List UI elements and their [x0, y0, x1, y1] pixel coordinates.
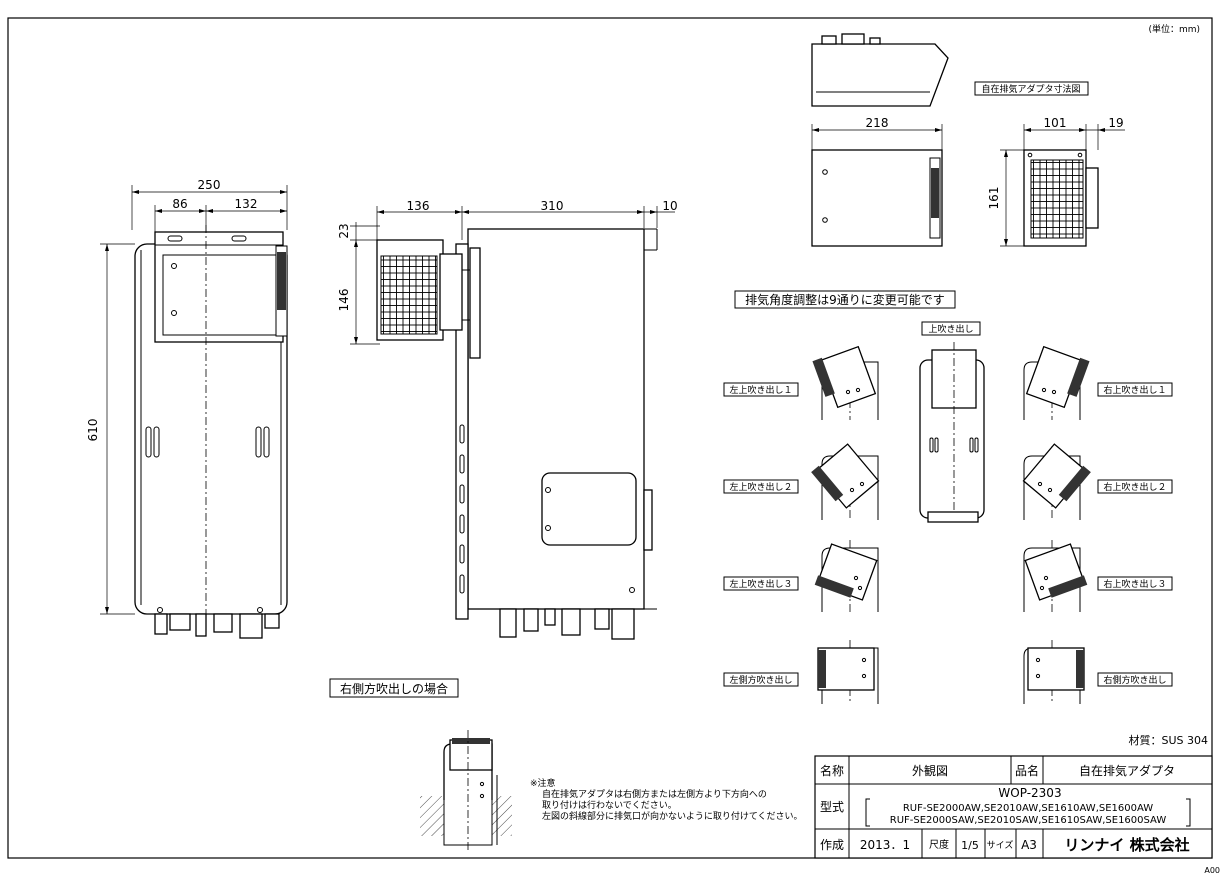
variant-left1 — [812, 345, 879, 420]
tb-model-number: WOP-2303 — [998, 786, 1061, 800]
adapter-detail: 自在排気アダプタ寸法図 218 101 19 161 — [811, 33, 1125, 247]
dim-side-adapter-depth: 136 — [407, 199, 430, 213]
dim-front-right: 132 — [235, 197, 258, 211]
tb-model-label: 型式 — [820, 800, 844, 814]
direction-right3: 右上吹き出し３ — [1103, 578, 1166, 590]
tb-name-value: 外観図 — [912, 764, 948, 778]
direction-left-side: 左側方吹き出し — [729, 674, 792, 686]
dim-side-rear: 10 — [662, 199, 677, 213]
dim-adp-height: 161 — [987, 187, 1001, 210]
tb-name-label: 名称 — [820, 763, 844, 778]
caution-title: ※注意 — [530, 777, 556, 789]
unit-note: (単位：mm) — [1148, 23, 1200, 35]
direction-left3: 左上吹き出し３ — [729, 578, 792, 590]
direction-right-side: 右側方吹き出し — [1103, 674, 1166, 686]
variant-left3 — [814, 540, 879, 612]
side-note: 右側方吹出しの場合 — [340, 681, 448, 696]
variant-right1 — [1023, 345, 1090, 420]
caution-line3: 左図の斜線部分に排気口が向かないように取り付けてください。 — [542, 810, 803, 822]
tb-created-value: 2013．1 — [860, 838, 910, 852]
direction-right2: 右上吹き出し２ — [1103, 481, 1166, 493]
direction-top: 上吹き出し — [928, 323, 973, 335]
sheet-border — [7, 17, 1213, 859]
adapter-title: 自在排気アダプタ寸法図 — [981, 83, 1080, 95]
tb-size-value: A3 — [1021, 838, 1037, 852]
dim-side-adapter-h: 146 — [337, 289, 351, 312]
dim-front-height: 610 — [86, 419, 100, 442]
dim-front-width: 250 — [198, 178, 221, 192]
front-view: 250 86 132 610 — [86, 178, 288, 639]
title-block — [814, 755, 1213, 859]
tb-product-value: 自在排気アダプタ — [1079, 763, 1175, 778]
variant-right-side — [1023, 640, 1085, 704]
tb-created-label: 作成 — [820, 838, 844, 852]
dim-adp-offset: 19 — [1108, 116, 1123, 130]
tb-model-line2: RUF-SE2000SAW,SE2010SAW,SE1610SAW,SE1600… — [890, 815, 1167, 826]
variant-left-side — [817, 640, 879, 704]
dim-side-top: 23 — [337, 223, 351, 238]
direction-right1: 右上吹き出し１ — [1103, 384, 1166, 396]
tb-company: リンナイ 株式会社 — [1064, 836, 1189, 854]
caution-illustration — [420, 730, 512, 850]
dim-adp-front: 101 — [1044, 116, 1067, 130]
direction-left2: 左上吹き出し２ — [729, 481, 792, 493]
tb-product-label: 品名 — [1015, 763, 1039, 778]
variant-left2 — [811, 443, 880, 520]
tb-size-label: サイズ — [987, 839, 1014, 851]
material: 材質：SUS 304 — [1128, 733, 1208, 747]
variant-right3 — [1023, 540, 1088, 612]
variant-right2 — [1022, 443, 1091, 520]
tb-model-line1: RUF-SE2000AW,SE2010AW,SE1610AW,SE1600AW — [903, 803, 1153, 814]
caution-line2: 取り付けは行わないでください。 — [542, 799, 677, 811]
side-note-box — [329, 678, 459, 698]
direction-left1: 左上吹き出し１ — [729, 384, 792, 396]
dim-front-left: 86 — [172, 197, 187, 211]
sheet-code: A00 — [1204, 866, 1220, 875]
angle-note: 排気角度調整は9通りに変更可能です — [745, 292, 945, 307]
caution-line1: 自在排気アダプタは右側方または左側方より下方向への — [542, 788, 767, 800]
tb-scale-label: 尺度 — [929, 838, 949, 851]
direction-variants: 上吹き出し 左上吹き出し１ 左上吹き出し２ 左上吹き出し３ 左側方吹き出し 右上… — [723, 321, 1173, 704]
dim-adp-width: 218 — [866, 116, 889, 130]
side-view: 136 310 10 23 146 — [337, 199, 678, 640]
tb-scale-value: 1/5 — [961, 839, 979, 852]
dim-side-body-depth: 310 — [541, 199, 564, 213]
